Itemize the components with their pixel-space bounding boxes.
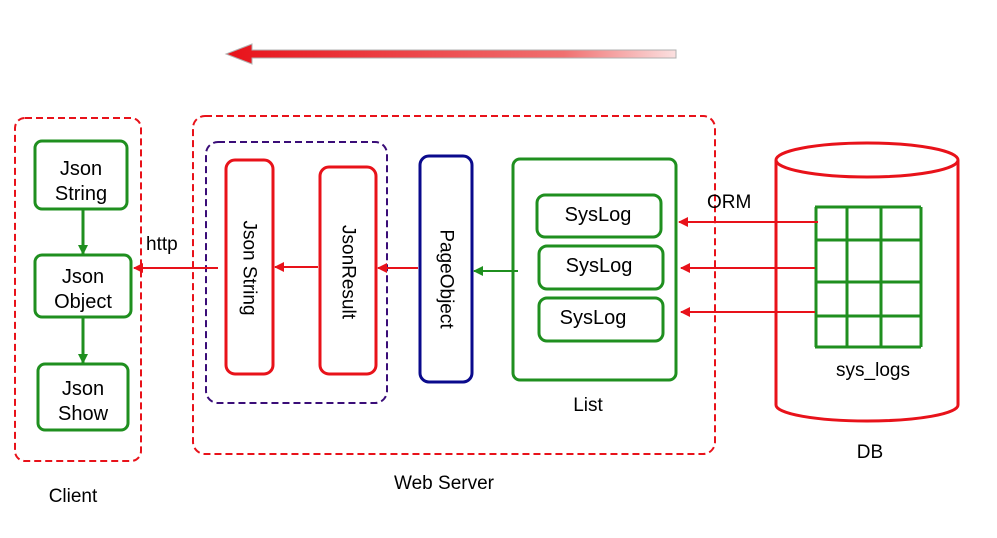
client-json-string-box bbox=[33, 139, 129, 211]
page-object-label: PageObject bbox=[436, 229, 457, 329]
sys-logs-table-grid bbox=[814, 205, 923, 349]
flow-direction-arrow bbox=[224, 43, 677, 65]
orm-label: ORM bbox=[707, 192, 751, 213]
http-label: http bbox=[146, 234, 178, 255]
json-result-label: JsonResult bbox=[338, 225, 359, 320]
page-object-box bbox=[418, 154, 474, 384]
client-json-object-box bbox=[33, 253, 133, 319]
json-result-box bbox=[318, 165, 378, 376]
serialization-group bbox=[205, 141, 388, 404]
json-string-label: Json String bbox=[239, 220, 260, 315]
client-container bbox=[14, 117, 142, 462]
web-server-label: Web Server bbox=[394, 473, 495, 494]
web-server-container bbox=[192, 115, 716, 455]
syslog-item bbox=[535, 193, 663, 239]
sys-logs-label: sys_logs bbox=[836, 360, 910, 381]
db-label: DB bbox=[857, 442, 883, 463]
json-string-box bbox=[224, 158, 275, 376]
syslog-item-label: SysLog bbox=[565, 204, 632, 226]
db-cylinder bbox=[774, 141, 960, 423]
client-json-show-box bbox=[36, 362, 130, 432]
syslog-item bbox=[537, 244, 665, 291]
syslog-item-label: SysLog bbox=[560, 307, 627, 329]
list-label: List bbox=[573, 395, 603, 416]
syslog-item-label: SysLog bbox=[566, 255, 633, 277]
syslog-item bbox=[537, 296, 665, 343]
client-label: Client bbox=[49, 486, 98, 507]
